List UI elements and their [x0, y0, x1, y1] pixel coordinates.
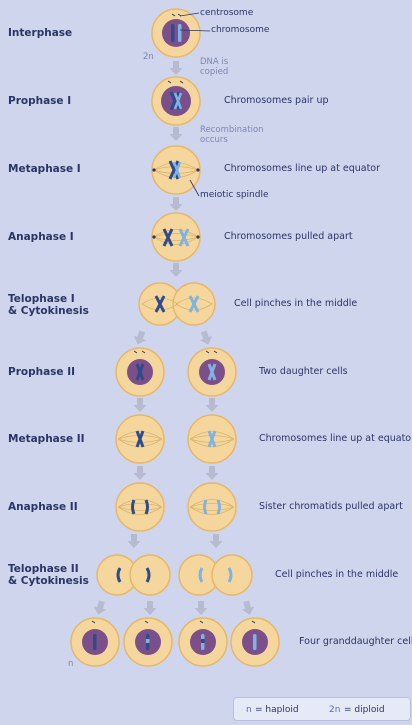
arrow-7b	[206, 466, 219, 480]
telophase-ii-cells	[97, 555, 252, 595]
arrow-8a	[128, 534, 141, 548]
meiotic-spindle-label: meiotic spindle	[200, 190, 269, 200]
chromosome-label: chromosome	[211, 25, 269, 35]
arrow-6b	[206, 398, 219, 412]
stage-label-metaphase-ii: Metaphase II	[8, 433, 85, 445]
recombination-line1: Recombination	[200, 126, 264, 135]
desc-telophase-i: Cell pinches in the middle	[234, 298, 357, 309]
desc-anaphase-i: Chromosomes pulled apart	[224, 231, 353, 242]
arrow-9d	[240, 600, 256, 617]
arrow-5b	[197, 329, 214, 347]
dna-copied-line1: DNA is	[200, 58, 228, 67]
desc-anaphase-ii: Sister chromatids pulled apart	[259, 501, 403, 512]
arrow-2	[170, 127, 183, 141]
arrow-6a	[134, 398, 147, 412]
dna-copied-line2: copied	[200, 68, 228, 77]
stage-label-metaphase-i: Metaphase I	[8, 163, 81, 175]
interphase-cell	[152, 9, 200, 57]
granddaughter-cells	[71, 618, 279, 666]
desc-metaphase-i: Chromosomes line up at equator	[224, 163, 380, 174]
telophase-i-cells	[139, 283, 215, 325]
prophase-ii-cells	[116, 348, 236, 396]
stage-label-interphase: Interphase	[8, 27, 72, 39]
legend-diploid-symbol: 2n	[329, 705, 340, 715]
arrow-3	[170, 197, 183, 211]
arrow-9a	[92, 600, 108, 617]
arrow-9c	[195, 601, 208, 615]
centrosome-label: centrosome	[200, 8, 253, 18]
legend-haploid-label: = haploid	[255, 705, 299, 715]
prophase-i-cell	[152, 77, 200, 125]
stage-label-telophase-ii: Telophase II & Cytokinesis	[8, 563, 89, 587]
arrow-5a	[131, 329, 148, 347]
arrow-7a	[134, 466, 147, 480]
haploid-mark: n	[68, 660, 73, 669]
legend-diploid-label: = diploid	[344, 705, 385, 715]
stage-label-prophase-ii: Prophase II	[8, 366, 75, 378]
desc-prophase-i: Chromosomes pair up	[224, 95, 329, 106]
metaphase-ii-cells	[116, 415, 236, 463]
stage-label-anaphase-i: Anaphase I	[8, 231, 74, 243]
diploid-mark: 2n	[143, 53, 154, 62]
desc-metaphase-ii: Chromosomes line up at equator	[259, 433, 412, 444]
desc-granddaughter: Four granddaughter cells	[299, 636, 412, 647]
legend-haploid-symbol: n	[246, 705, 252, 715]
recombination-line2: occurs	[200, 136, 228, 145]
anaphase-i-cell	[152, 213, 200, 261]
desc-prophase-ii: Two daughter cells	[259, 366, 348, 377]
arrow-8b	[210, 534, 223, 548]
metaphase-i-cell	[152, 146, 200, 194]
stage-label-telophase-i: Telophase I & Cytokinesis	[8, 293, 89, 317]
stage-label-anaphase-ii: Anaphase II	[8, 501, 78, 513]
arrow-9b	[144, 601, 157, 615]
arrow-1	[170, 61, 183, 75]
desc-telophase-ii: Cell pinches in the middle	[275, 569, 398, 580]
arrow-4	[170, 263, 183, 277]
stage-label-prophase-i: Prophase I	[8, 95, 71, 107]
anaphase-ii-cells	[116, 483, 236, 531]
